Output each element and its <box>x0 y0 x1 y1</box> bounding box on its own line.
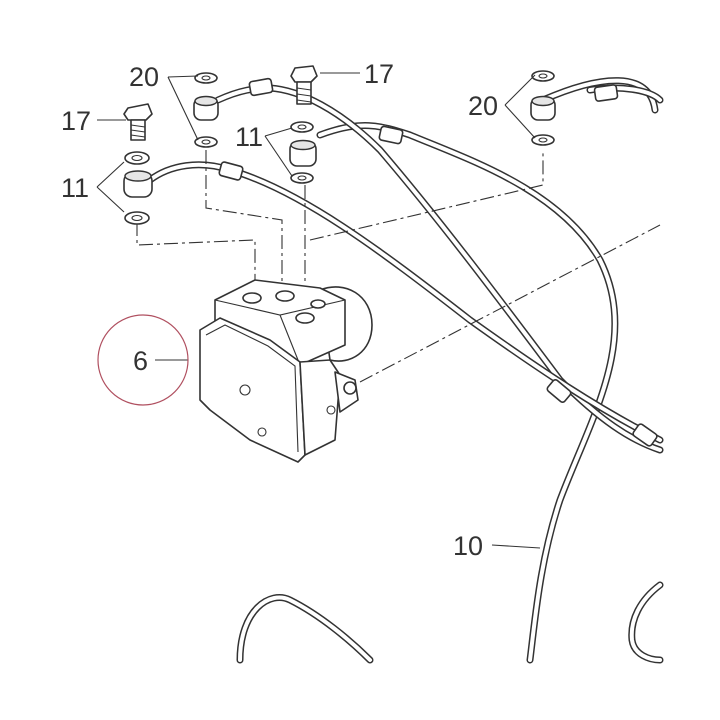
highlight-circle <box>97 314 189 406</box>
callout-union-left: 11 <box>61 173 89 203</box>
banjo-bolt-left <box>123 103 153 141</box>
alignment-lines <box>136 150 661 383</box>
brake-pipes <box>146 77 664 664</box>
callout-abs-unit: 6 <box>133 346 148 376</box>
callout-washer-mid: 20 <box>129 62 159 92</box>
banjo-bolt-middle <box>290 65 318 105</box>
washers-and-unions <box>123 70 556 225</box>
callout-union-mid: 11 <box>235 122 263 152</box>
callout-washer-right: 20 <box>468 91 498 121</box>
callout-bolt-mid: 17 <box>364 59 394 89</box>
callout-labels: 6 10 11 11 17 17 20 20 <box>61 59 498 561</box>
abs-modulator-unit <box>199 279 373 463</box>
leader-lines <box>96 72 541 549</box>
callout-brake-line: 10 <box>453 531 483 561</box>
callout-bolt-left: 17 <box>61 106 91 136</box>
